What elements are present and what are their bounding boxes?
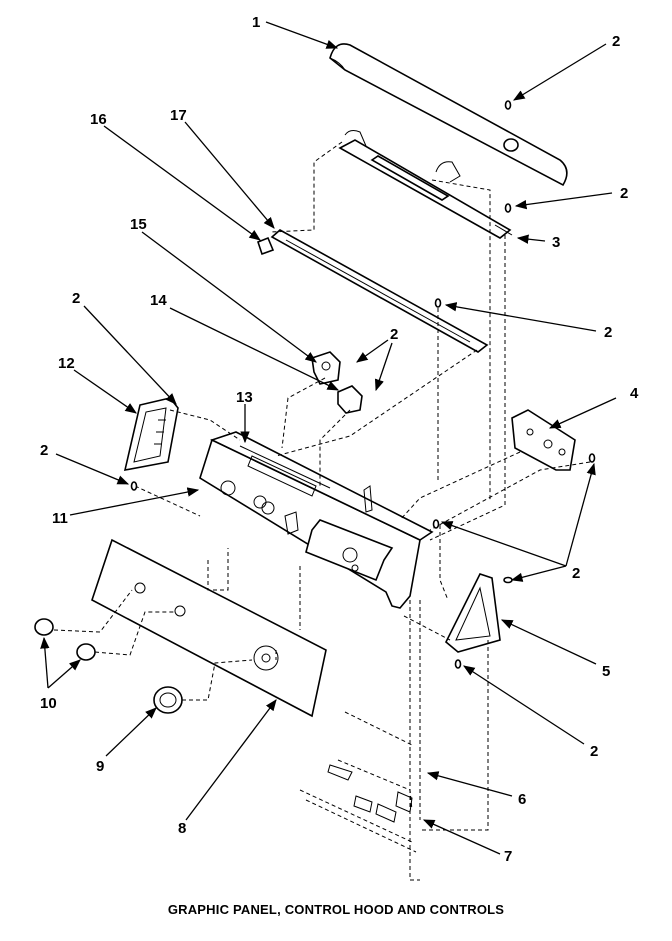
- callout-17: 17: [170, 107, 187, 124]
- callout-1: 1: [252, 14, 260, 31]
- callout-2d: 2: [390, 326, 398, 343]
- long-rail: [270, 229, 489, 353]
- callout-2b: 2: [620, 185, 628, 202]
- callout-2g: 2: [572, 565, 580, 582]
- callout-11: 11: [52, 510, 68, 527]
- callout-12: 12: [58, 355, 75, 372]
- callout-7: 7: [504, 848, 512, 865]
- small-clip: [257, 236, 275, 256]
- right-end-cap: [445, 573, 501, 653]
- assembly-lines: [53, 141, 591, 881]
- callout-5: 5: [602, 663, 610, 680]
- callout-labels: 1 2 2 3 16 17 15 2 2 14 2 12 13 4 2 11 2…: [40, 14, 639, 865]
- callout-15: 15: [130, 216, 147, 233]
- knobs: [34, 618, 96, 661]
- callout-13: 13: [236, 389, 253, 406]
- callout-8: 8: [178, 820, 186, 837]
- diagram-title: GRAPHIC PANEL, CONTROL HOOD AND CONTROLS: [167, 902, 505, 917]
- callout-2a: 2: [612, 33, 620, 50]
- callout-4: 4: [630, 385, 639, 402]
- callout-3: 3: [552, 234, 560, 251]
- callout-10: 10: [40, 695, 57, 712]
- graphic-panel: [91, 538, 327, 718]
- callout-16: 16: [90, 111, 107, 128]
- leader-lines: [40, 21, 617, 855]
- hood-bracket: [338, 130, 513, 239]
- callout-2c: 2: [604, 324, 612, 341]
- switch-bracket-lower: [337, 385, 363, 414]
- screws: [130, 100, 596, 669]
- wire-harness: [299, 711, 417, 853]
- timer-knob: [153, 686, 183, 714]
- callout-14: 14: [150, 292, 167, 309]
- control-hood-body: [199, 431, 434, 609]
- switch-bracket-upper: [311, 351, 341, 385]
- callout-6: 6: [518, 791, 526, 808]
- callout-2f: 2: [40, 442, 48, 459]
- callout-2e: 2: [72, 290, 80, 307]
- right-bracket: [511, 409, 576, 471]
- callout-2h: 2: [590, 743, 598, 760]
- callout-9: 9: [96, 758, 104, 775]
- control-hood-cover: [329, 43, 568, 187]
- left-end-cap: [123, 397, 179, 472]
